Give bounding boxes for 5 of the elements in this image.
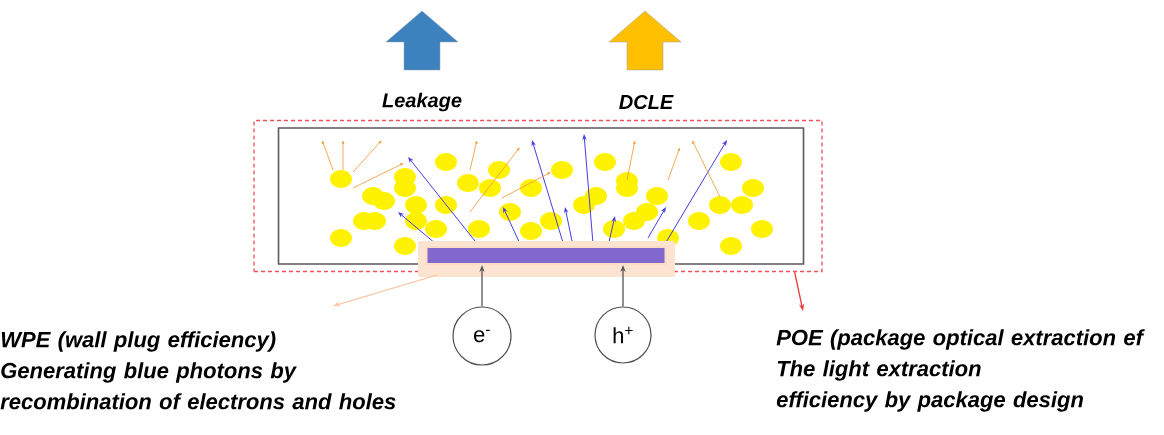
- description-text: WPE (wall plug efficiency) Generating blue photons by recombination of electrons and holes: [0, 331, 396, 410]
- label: DCLE: [619, 94, 674, 110]
- label: Leakage: [382, 92, 462, 112]
- description-text: POE (package optical extraction ef The light extraction efficiency by package design: [776, 329, 1145, 412]
- led-chip: [425, 246, 667, 265]
